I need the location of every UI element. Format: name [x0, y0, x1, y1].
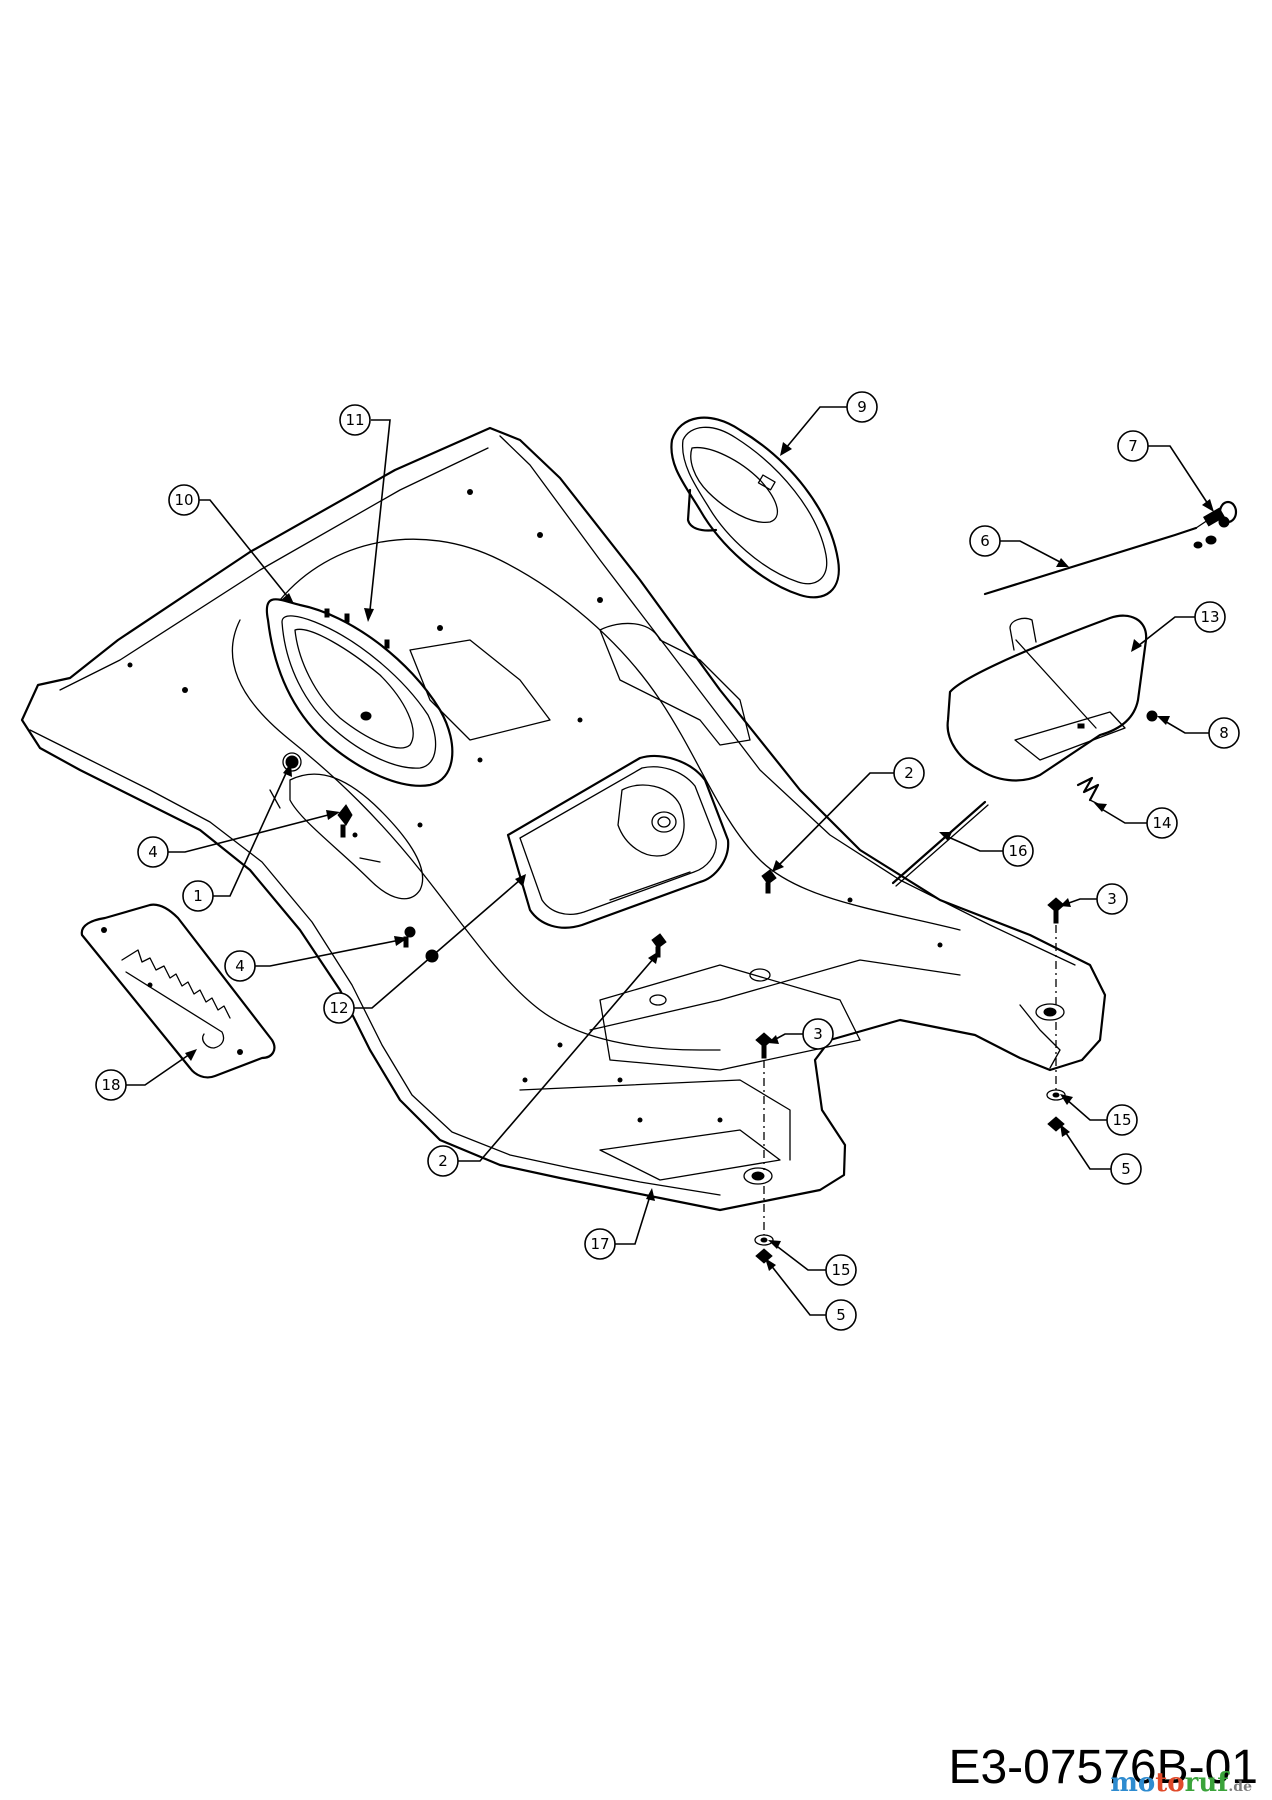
svg-text:3: 3 [1107, 890, 1117, 908]
fuel-pod [670, 416, 840, 599]
svg-text:4: 4 [148, 843, 158, 861]
steering-bezel [265, 598, 454, 787]
svg-text:17: 17 [590, 1235, 609, 1253]
watermark-part-1: mo [1110, 1768, 1156, 1798]
leader-lines [126, 406, 1214, 1316]
callout-13: 13 [1194, 601, 1226, 633]
svg-text:18: 18 [101, 1076, 120, 1094]
callout-2-lower: 2 [427, 1145, 459, 1177]
rod [891, 800, 989, 887]
callout-1: 1 [182, 880, 214, 912]
svg-text:5: 5 [1121, 1160, 1131, 1178]
callout-16: 16 [1002, 835, 1034, 867]
svg-text:4: 4 [235, 957, 245, 975]
watermark-part-2: to [1155, 1768, 1185, 1798]
svg-text:16: 16 [1008, 842, 1027, 860]
watermark-logo: motoruf.de [1110, 1768, 1252, 1798]
callout-3-upper: 3 [1096, 883, 1128, 915]
callout-4-upper: 4 [137, 836, 169, 868]
callout-9: 9 [846, 391, 878, 423]
svg-text:15: 15 [831, 1261, 850, 1279]
svg-text:14: 14 [1152, 814, 1171, 832]
callout-12: 12 [323, 992, 355, 1024]
callout-18: 18 [95, 1069, 127, 1101]
callout-11: 11 [339, 404, 371, 436]
callout-17: 17 [584, 1228, 616, 1260]
svg-text:8: 8 [1219, 724, 1229, 742]
svg-text:11: 11 [345, 411, 364, 429]
svg-text:13: 13 [1200, 608, 1219, 626]
drawing-code: E3-07576B-01 [948, 1741, 1258, 1794]
callout-15-bottom: 15 [825, 1254, 857, 1286]
callout-10: 10 [168, 484, 200, 516]
svg-text:7: 7 [1128, 437, 1138, 455]
svg-text:3: 3 [813, 1025, 823, 1043]
callout-5-bottom: 5 [825, 1299, 857, 1331]
svg-text:5: 5 [836, 1306, 846, 1324]
spring [1076, 776, 1103, 807]
svg-text:2: 2 [904, 764, 914, 782]
callout-3-lower: 3 [802, 1018, 834, 1050]
callout-4-lower: 4 [224, 950, 256, 982]
svg-text:10: 10 [174, 491, 193, 509]
callout-2-upper: 2 [893, 757, 925, 789]
watermark-part-4: .de [1228, 1779, 1252, 1795]
callout-5-right: 5 [1110, 1153, 1142, 1185]
callout-15-right: 15 [1106, 1104, 1138, 1136]
svg-text:9: 9 [857, 398, 867, 416]
watermark-part-3: ruf [1184, 1768, 1229, 1798]
shift-plate [80, 903, 276, 1079]
callout-14: 14 [1146, 807, 1178, 839]
nut-8 [1146, 710, 1158, 722]
svg-text:12: 12 [329, 999, 348, 1017]
callout-7: 7 [1117, 430, 1149, 462]
callout-8: 8 [1208, 717, 1240, 749]
cover-plate [946, 614, 1148, 782]
fender-body [20, 426, 1107, 1212]
callout-6: 6 [969, 525, 1001, 557]
svg-text:2: 2 [438, 1152, 448, 1170]
cable-and-switch [983, 500, 1238, 596]
console-box [506, 754, 730, 929]
svg-text:1: 1 [193, 887, 203, 905]
svg-text:6: 6 [980, 532, 990, 550]
svg-text:15: 15 [1112, 1111, 1131, 1129]
